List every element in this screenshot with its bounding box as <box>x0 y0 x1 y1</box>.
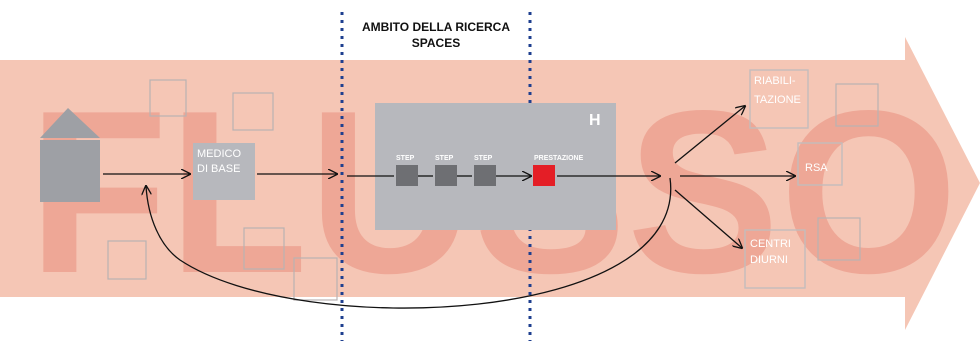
decor-square <box>293 257 338 301</box>
step-square <box>396 165 418 186</box>
return-loop-arrow <box>146 177 672 309</box>
medico-label-line2: DI BASE <box>197 163 240 175</box>
riabilitazione-label-line2: TAZIONE <box>754 94 801 106</box>
centri-box <box>744 229 806 289</box>
house-icon <box>40 108 100 202</box>
medico-box <box>193 143 255 200</box>
decor-square <box>243 227 285 270</box>
riabilitazione-label-line1: RIABILI- <box>754 75 796 87</box>
decor-square <box>149 79 187 117</box>
step-square <box>474 165 496 186</box>
decorative-squares <box>107 79 879 301</box>
step-label: STEP <box>435 155 454 162</box>
decor-square <box>107 240 147 280</box>
arrow-to-riabilitazione <box>674 106 745 164</box>
decor-square <box>232 92 274 131</box>
centri-label-line1: CENTRI <box>750 238 791 250</box>
prestazione-label: PRESTAZIONE <box>534 155 584 162</box>
prestazione-square <box>533 165 555 186</box>
riabilitazione-box <box>749 69 809 129</box>
arrow-to-centri <box>674 189 742 248</box>
centri-label-line2: DIURNI <box>750 254 788 266</box>
hospital-badge: H <box>589 112 601 129</box>
decor-square <box>817 217 861 261</box>
decor-square <box>835 83 879 127</box>
medico-label-line1: MEDICO <box>197 148 241 160</box>
step-label: STEP <box>474 155 493 162</box>
flow-connectors <box>103 106 795 309</box>
rsa-box <box>797 142 843 186</box>
step-label: STEP <box>396 155 415 162</box>
step-square <box>435 165 457 186</box>
rsa-label: RSA <box>805 162 828 174</box>
scope-title-line2: SPACES <box>412 36 460 50</box>
scope-title-line1: AMBITO DELLA RICERCA <box>362 20 510 34</box>
